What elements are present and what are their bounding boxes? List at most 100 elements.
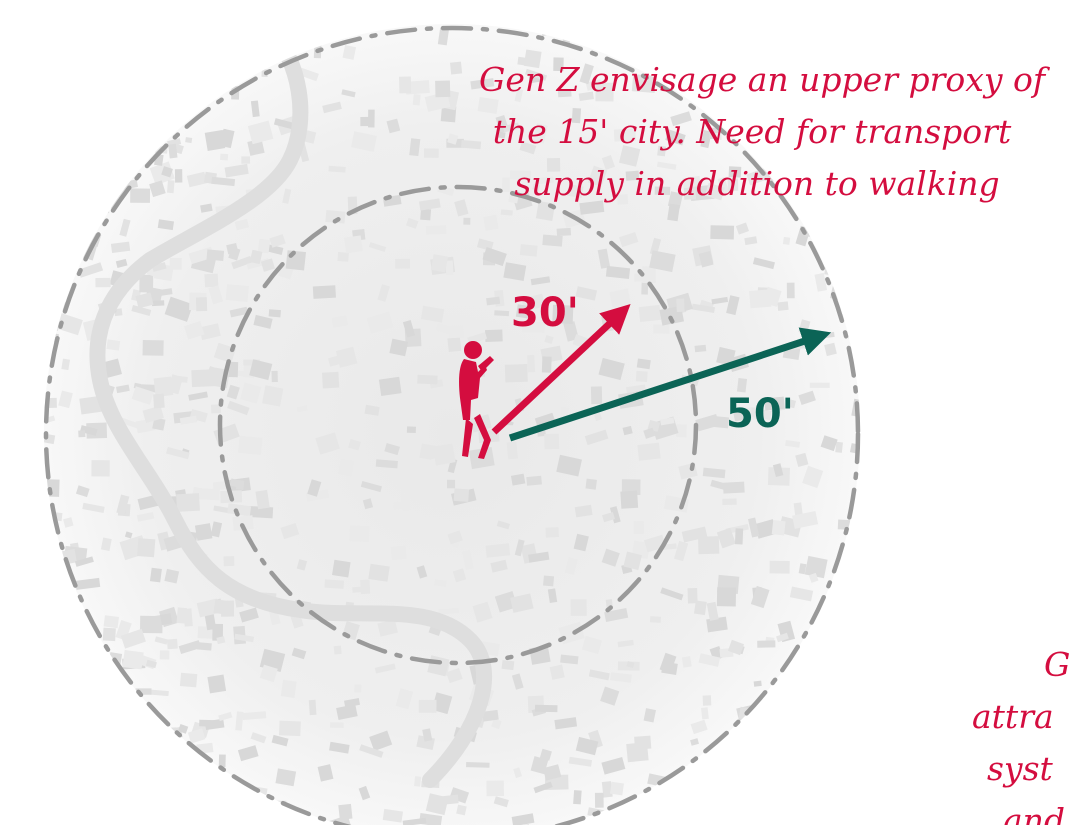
city-block xyxy=(156,794,173,815)
city-block xyxy=(754,519,777,539)
city-block xyxy=(292,818,307,825)
annotation-bottom-line-3: syst xyxy=(987,749,1054,788)
city-block xyxy=(527,354,536,373)
city-block xyxy=(502,122,520,133)
city-block xyxy=(120,628,146,649)
river-path xyxy=(89,24,492,788)
city-block xyxy=(584,429,609,446)
city-block xyxy=(249,359,273,381)
city-block xyxy=(406,426,416,434)
city-block xyxy=(722,498,737,505)
city-block xyxy=(170,98,185,117)
city-block xyxy=(142,405,164,424)
city-block xyxy=(79,425,98,436)
city-block xyxy=(660,417,675,426)
city-block xyxy=(107,33,128,54)
city-block xyxy=(789,586,814,602)
city-block xyxy=(488,483,501,496)
city-block xyxy=(776,796,791,816)
city-block xyxy=(405,80,430,95)
city-block xyxy=(135,418,156,434)
city-block xyxy=(727,178,739,191)
city-block xyxy=(213,505,230,514)
city-block xyxy=(844,719,855,738)
city-block xyxy=(556,227,572,237)
city-block xyxy=(816,811,831,823)
city-block xyxy=(514,539,525,557)
city-block xyxy=(767,467,790,486)
city-block xyxy=(601,155,615,170)
city-block xyxy=(534,412,556,428)
city-block xyxy=(179,415,198,425)
city-block xyxy=(139,615,163,634)
city-block xyxy=(166,446,190,460)
city-block xyxy=(568,756,593,767)
city-block xyxy=(103,107,114,116)
city-block xyxy=(168,143,178,159)
city-block xyxy=(280,522,300,540)
city-block xyxy=(63,517,74,528)
city-block xyxy=(402,320,416,338)
city-block xyxy=(349,525,370,542)
city-block xyxy=(352,586,367,593)
city-block xyxy=(409,138,421,157)
annotation-top: Gen Z envisage an upper proxy of the 15'… xyxy=(479,60,1051,203)
city-block xyxy=(204,273,219,288)
outer-50-minute-ring xyxy=(43,25,861,825)
city-block xyxy=(447,133,459,145)
city-block xyxy=(218,754,226,767)
city-block xyxy=(532,183,541,191)
city-block xyxy=(447,337,462,353)
city-block xyxy=(45,666,66,678)
city-block xyxy=(620,490,639,509)
city-block xyxy=(160,613,173,626)
city-block xyxy=(601,781,613,798)
city-block xyxy=(714,132,722,141)
city-block xyxy=(237,745,259,762)
city-block xyxy=(208,285,224,305)
city-block xyxy=(74,556,94,567)
city-block xyxy=(542,234,563,247)
city-block xyxy=(220,153,229,161)
city-block xyxy=(486,780,504,797)
city-block xyxy=(437,27,450,46)
city-block xyxy=(94,145,115,165)
city-block xyxy=(698,653,721,667)
city-block xyxy=(195,297,208,312)
city-block xyxy=(378,376,402,397)
city-block xyxy=(108,770,116,781)
city-block xyxy=(522,321,545,333)
city-block xyxy=(579,200,605,215)
city-block xyxy=(78,71,103,86)
city-block xyxy=(362,498,374,510)
city-block xyxy=(493,796,509,808)
city-block xyxy=(55,682,82,701)
city-block xyxy=(308,699,317,716)
city-block xyxy=(153,376,174,397)
city-block xyxy=(702,467,726,479)
city-block xyxy=(757,640,776,648)
city-block xyxy=(116,494,130,515)
city-block xyxy=(330,722,344,728)
city-block xyxy=(213,599,230,615)
city-block xyxy=(519,141,537,155)
city-block xyxy=(769,560,790,574)
city-block xyxy=(649,250,676,273)
city-block xyxy=(482,247,507,267)
city-block xyxy=(322,101,342,114)
city-block xyxy=(95,277,111,288)
city-block xyxy=(235,370,253,378)
city-block xyxy=(542,764,562,781)
city-block xyxy=(91,460,110,477)
city-block xyxy=(719,765,735,782)
city-block xyxy=(158,288,173,297)
city-block xyxy=(62,549,77,565)
city-block xyxy=(605,265,631,280)
city-block xyxy=(131,386,154,405)
city-block xyxy=(840,221,860,243)
city-block xyxy=(494,310,510,317)
city-block xyxy=(374,663,396,674)
city-block xyxy=(827,214,845,227)
city-block xyxy=(734,528,744,545)
